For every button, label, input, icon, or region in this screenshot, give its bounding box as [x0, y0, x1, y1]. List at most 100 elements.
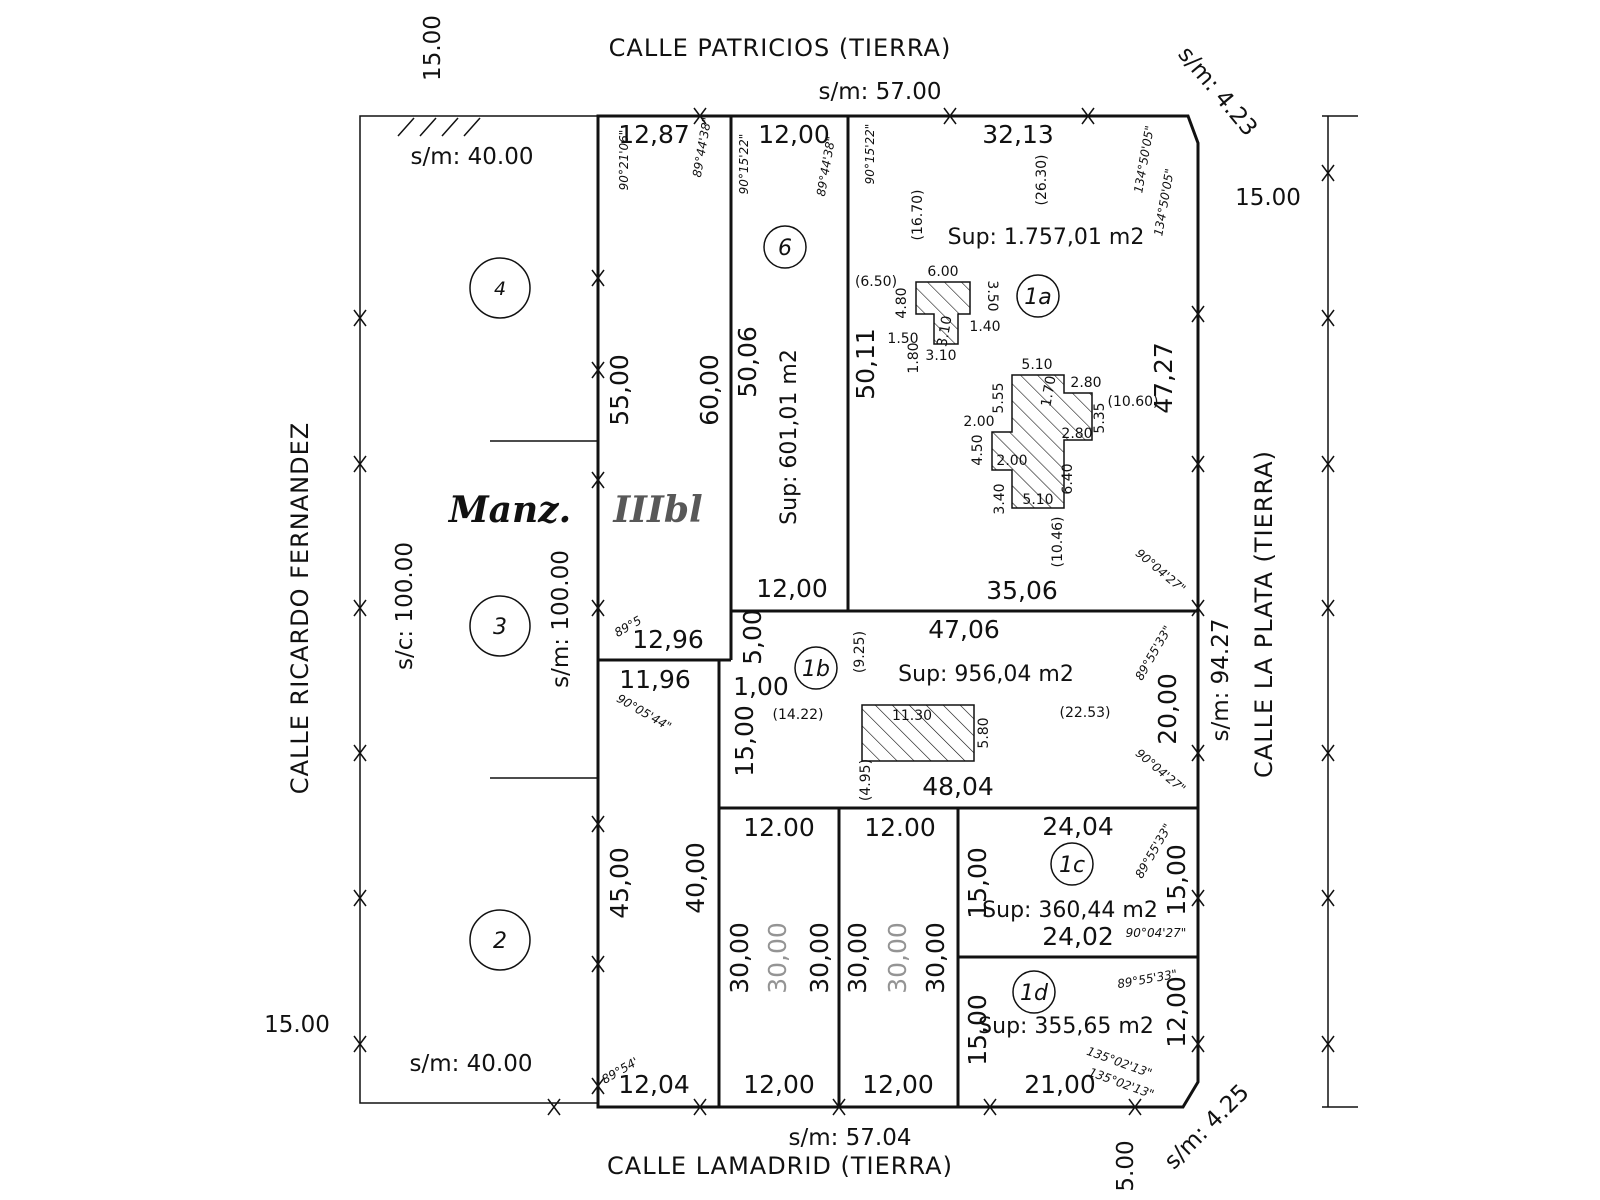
strip-bottom-bottom: 12,04 [618, 1070, 690, 1099]
lot1d-west: 15,00 [963, 994, 992, 1066]
lot-6-marker: 6 [763, 225, 807, 269]
b2-d2: 5.55 [991, 382, 1007, 413]
lot-4-marker: 4 [469, 257, 531, 319]
lot1c-east: 15,00 [1162, 844, 1191, 916]
lot1a-paren-mid: (10.60) [1107, 394, 1158, 410]
building-1-outline [915, 281, 971, 345]
b2-d9: 2.00 [996, 453, 1027, 469]
building-2-outline [991, 374, 1093, 509]
strip-top-right: 60,00 [695, 354, 724, 426]
b1-d3: 4.80 [894, 287, 910, 318]
street-north-name: CALLE PATRICIOS (TIERRA) [609, 34, 952, 62]
b2-d3: 1.70 [1038, 375, 1059, 408]
street-width-east: 15.00 [1235, 185, 1301, 211]
b1-d6: 3.10 [934, 315, 955, 348]
b1-d4: 3.50 [984, 280, 1000, 311]
lot1c-bottom: 24,02 [1042, 922, 1114, 951]
lot-1d-marker: 1d [1012, 970, 1056, 1014]
b1-d5: 1.50 [887, 331, 918, 347]
lot1b-paren-d: (4.95) [858, 759, 874, 801]
s1-right: 30,00 [805, 922, 834, 994]
street-width-north: 15.00 [420, 15, 446, 81]
s1-bottom: 12,00 [743, 1070, 815, 1099]
angle-a5: 90°15'22" [863, 124, 877, 185]
lot1b-paren-a: (9.25) [852, 631, 868, 673]
dim-ne-chamfer: s/m: 4.23 [1173, 42, 1263, 142]
s2-center: 30,00 [883, 922, 912, 994]
lot1c-west: 15,00 [963, 847, 992, 919]
lot1d-sup: Sup: 355,65 m2 [978, 1014, 1154, 1039]
angle-a1: 90°21'06" [617, 130, 631, 191]
b3-w: 11.30 [892, 708, 932, 724]
main-parcel-outline [596, 114, 1200, 1109]
b1-d2: (6.50) [855, 274, 897, 290]
svg-text:3: 3 [493, 615, 507, 640]
block-label: Manz. [447, 489, 571, 531]
dim-west-bottom: s/m: 40.00 [409, 1051, 532, 1077]
lot6-bottom: 12,00 [756, 574, 828, 603]
b3-h: 5.80 [976, 717, 992, 748]
lot1c-sup: Sup: 360,44 m2 [982, 898, 1158, 923]
lot1c-top: 24,04 [1042, 812, 1114, 841]
street-width-south: 5.00 [1113, 1140, 1139, 1191]
lot1d-bottom: 21,00 [1024, 1070, 1096, 1099]
lot1b-east: 20,00 [1153, 673, 1182, 745]
lot-1b-marker: 1b [794, 646, 838, 690]
strip-bottom-left: 45,00 [605, 847, 634, 919]
building-3-outline [861, 704, 975, 762]
dim-north-total: s/m: 57.00 [818, 79, 941, 105]
svg-text:1a: 1a [1024, 285, 1051, 310]
dim-west-m: s/m: 100.00 [548, 550, 574, 688]
lot-2-marker: 2 [469, 909, 531, 971]
lot-1c-marker: 1c [1050, 842, 1094, 886]
lot1b-west-small2: 1,00 [733, 672, 789, 701]
b1-d1: 6.00 [927, 264, 958, 280]
angle-a6: 134°50'05" [1131, 124, 1157, 194]
svg-text:1c: 1c [1059, 853, 1085, 878]
lot6-sup: Sup: 601,01 m2 [777, 349, 802, 525]
b2-d8: 4.50 [970, 434, 986, 465]
svg-text:2: 2 [493, 929, 507, 954]
angle-a7: 134°50'05" [1151, 167, 1177, 237]
svg-text:1b: 1b [802, 657, 830, 682]
street-south-name: CALLE LAMADRID (TIERRA) [607, 1152, 953, 1180]
strip-bottom-top: 11,96 [619, 665, 691, 694]
lot6-side: 50,06 [733, 326, 762, 398]
s1-center: 30,00 [763, 922, 792, 994]
lot1a-paren-west: (16.70) [910, 189, 926, 240]
strip-bottom-right: 40,00 [681, 842, 710, 914]
b2-d10: 6.40 [1060, 463, 1076, 494]
lot6-top: 12,00 [758, 120, 830, 149]
angle-a3: 90°15'22" [737, 134, 751, 195]
lot1b-paren-c: (22.53) [1059, 705, 1110, 721]
angle-a17: 90°05'44" [614, 691, 674, 733]
corner-hatch [397, 117, 481, 137]
street-west-name: CALLE RICARDO FERNANDEZ [286, 422, 314, 794]
strip-top-left: 55,00 [605, 354, 634, 426]
lot1a-paren-top: (26.30) [1034, 154, 1050, 205]
b2-d12: 5.10 [1022, 492, 1053, 508]
b1-d8: 1.80 [906, 342, 922, 373]
lot1b-bottom: 48,04 [922, 772, 994, 801]
boundary-ticks [353, 107, 1335, 1116]
s1-left: 30,00 [725, 922, 754, 994]
svg-text:4: 4 [494, 278, 506, 300]
b2-d7: 2.80 [1061, 426, 1092, 442]
svg-text:1d: 1d [1020, 981, 1049, 1006]
b1-d9: 3.10 [925, 348, 956, 364]
street-width-west: 15.00 [264, 1012, 330, 1038]
angle-a2: 89°44'38" [690, 116, 714, 178]
s2-top: 12.00 [864, 813, 936, 842]
lot-1a-marker: 1a [1016, 274, 1060, 318]
street-east-name: CALLE LA PLATA (TIERRA) [1250, 450, 1278, 778]
lot1a-bottom: 35,06 [986, 576, 1058, 605]
b2-d5: 5.35 [1092, 402, 1108, 433]
lot1a-west: 50,11 [851, 328, 880, 400]
strip-top-top: 12,87 [618, 120, 690, 149]
angle-a8: 90°04'27" [1133, 546, 1188, 596]
lot1b-west-small: 5,00 [738, 609, 767, 665]
dim-south-total: s/m: 57.04 [788, 1125, 911, 1151]
west-parcel-outline [359, 115, 598, 1104]
east-reference-line [1322, 115, 1358, 1108]
